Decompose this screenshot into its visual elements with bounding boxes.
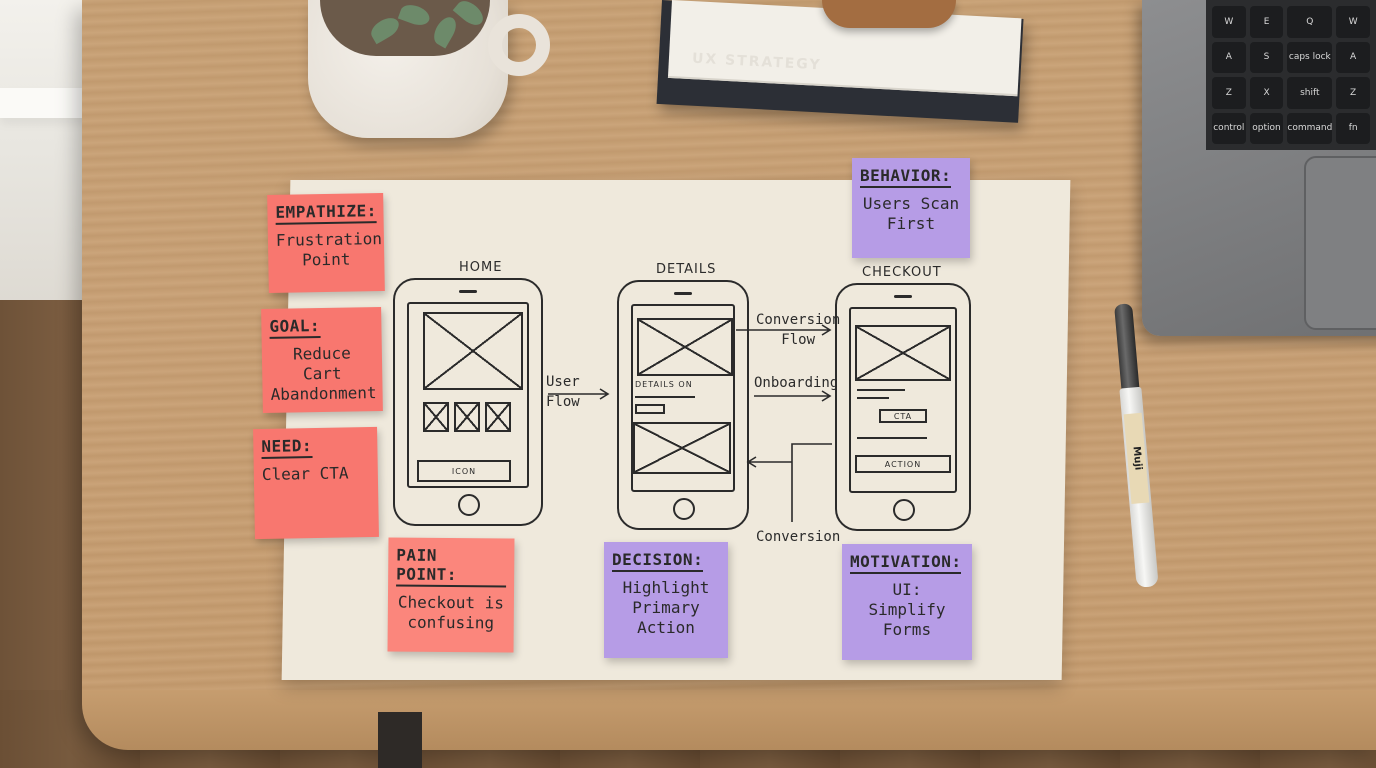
sticky-note-need: NEED: Clear CTA [253, 426, 379, 540]
wireframe-field [635, 404, 665, 414]
note-body: UI: Simplify Forms [868, 580, 946, 639]
image-placeholder [637, 318, 733, 376]
note-heading: MOTIVATION: [850, 552, 962, 574]
screen-title-home: HOME [459, 260, 503, 275]
note-heading: BEHAVIOR: [860, 166, 952, 188]
laptop-key: A [1336, 41, 1370, 73]
phone-speaker [674, 292, 692, 295]
phone-home-button [893, 499, 915, 521]
onboarding-arrow [754, 390, 832, 402]
sticky-note-behavior: BEHAVIOR: Users Scan First [852, 158, 970, 258]
cta-button: CTA [879, 409, 927, 423]
phone-wireframe-checkout: CTA ACTION [835, 283, 971, 531]
action-button: ACTION [855, 455, 951, 473]
laptop-key: fn [1336, 112, 1370, 144]
sticky-note-decision: DECISION: Highlight Primary Action [604, 542, 728, 658]
laptop-key: X [1249, 77, 1284, 109]
laptop-key: control [1212, 112, 1246, 144]
flow-label-conversion-flow: Conversion Flow [756, 312, 841, 348]
note-heading: EMPATHIZE: [275, 201, 377, 225]
sticky-note-motivation: MOTIVATION: UI: Simplify Forms [842, 544, 972, 660]
wireframe-button: ICON [417, 460, 511, 482]
note-heading: GOAL: [269, 316, 321, 339]
thumbnail-placeholder [454, 402, 480, 432]
note-body: Highlight Primary Action [622, 578, 710, 637]
phone-wireframe-home: ICON [393, 278, 543, 526]
flow-label-conversion: Conversion [756, 529, 841, 545]
note-body: Users Scan First [862, 194, 960, 233]
cta-button-label: CTA [893, 412, 913, 421]
note-heading: DECISION: [612, 550, 704, 572]
conversion-return-arrow [746, 443, 832, 522]
sticky-note-empathize: EMPATHIZE: Frustration Point [267, 192, 385, 294]
laptop-key: S [1249, 41, 1284, 73]
desk-edge [82, 690, 1376, 750]
sticky-note-pain-point: PAIN POINT: Checkout is confusing [387, 537, 515, 653]
sticky-note-goal: GOAL: Reduce Cart Abandonment [261, 306, 383, 414]
thumbnail-placeholder [485, 402, 511, 432]
image-placeholder [423, 312, 523, 390]
laptop-key: option [1249, 112, 1284, 144]
note-heading: PAIN POINT: [396, 545, 507, 588]
phone-screen [849, 307, 957, 493]
note-body: Checkout is confusing [397, 592, 504, 633]
laptop-key: W [1212, 6, 1246, 38]
laptop-trackpad [1304, 156, 1376, 330]
laptop-key: Q [1287, 6, 1333, 38]
screen-title-details: DETAILS [656, 262, 717, 277]
laptop-key: W [1336, 6, 1370, 38]
phone-home-button [673, 498, 695, 520]
note-body: Reduce Cart Abandonment [270, 343, 377, 404]
phone-speaker [894, 295, 912, 298]
laptop-key: Z [1212, 77, 1246, 109]
phone-wireframe-details: DETAILS ON [617, 280, 749, 530]
text-line [857, 437, 927, 439]
image-placeholder [855, 325, 951, 381]
conversion-flow-arrow [736, 324, 832, 336]
laptop-key: command [1287, 112, 1333, 144]
flow-label-user-flow: User Flow [546, 374, 580, 410]
phone-speaker [459, 290, 477, 293]
flow-label-onboarding: Onboarding [754, 375, 839, 391]
laptop-key: caps lock [1287, 41, 1333, 73]
text-line [635, 396, 695, 398]
note-body: Clear CTA [261, 463, 349, 484]
thumbnail-placeholder [423, 402, 449, 432]
note-body: Frustration Point [275, 229, 383, 270]
text-line [857, 389, 905, 391]
phone-screen [631, 304, 735, 492]
wireframe-button-label: ICON [451, 467, 477, 476]
user-flow-arrow [548, 388, 610, 400]
laptop-key: E [1249, 6, 1284, 38]
note-heading: NEED: [261, 436, 313, 459]
phone-home-button [458, 494, 480, 516]
laptop-key: A [1212, 41, 1246, 73]
laptop-key: shift [1287, 77, 1333, 109]
details-row-label: DETAILS ON [635, 380, 693, 389]
phone-screen [407, 302, 529, 488]
text-line [857, 397, 889, 399]
desk-leg [378, 712, 422, 768]
wooden-bowl [822, 0, 956, 28]
laptop-key: Z [1336, 77, 1370, 109]
screen-title-checkout: CHECKOUT [862, 265, 942, 280]
image-placeholder [633, 422, 731, 474]
action-button-label: ACTION [884, 460, 922, 469]
